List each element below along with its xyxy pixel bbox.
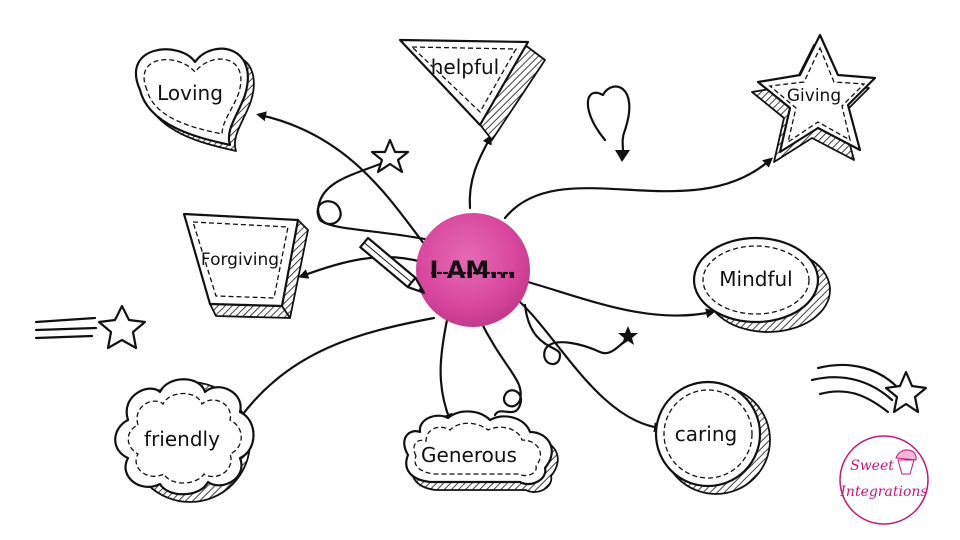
generous-node: Generous: [403, 410, 559, 493]
cupcake-icon: [895, 449, 917, 475]
loving-node: Loving: [134, 47, 255, 152]
generous-label: Generous: [421, 443, 517, 467]
star-icon: [618, 326, 638, 345]
logo-line1: Sweet: [850, 458, 894, 474]
pencil-icon: [359, 236, 425, 294]
friendly-label: friendly: [144, 427, 220, 451]
giving-node: Giving: [751, 33, 877, 163]
helpful-label: helpful: [431, 55, 500, 79]
mindful-node: Mindful: [692, 236, 831, 333]
helpful-node: helpful: [398, 38, 546, 141]
heart-doodle-icon: [586, 85, 631, 162]
center-node: I AM...: [416, 213, 530, 327]
shooting-star-icon: [810, 363, 928, 414]
forgiving-label: Forgiving: [201, 250, 279, 270]
caring-label: caring: [675, 422, 737, 446]
center-label: I AM...: [429, 256, 516, 284]
loving-label: Loving: [157, 81, 223, 105]
shooting-star-icon: [34, 304, 147, 350]
friendly-node: friendly: [114, 378, 255, 503]
caring-node: caring: [654, 380, 771, 495]
mindful-label: Mindful: [719, 267, 792, 291]
logo: Sweet Integrations: [839, 435, 929, 525]
connectors: [237, 111, 774, 433]
star-icon: [370, 138, 410, 174]
forgiving-node: Forgiving: [182, 212, 309, 319]
logo-line2: Integrations: [839, 484, 927, 500]
giving-label: Giving: [787, 86, 841, 106]
